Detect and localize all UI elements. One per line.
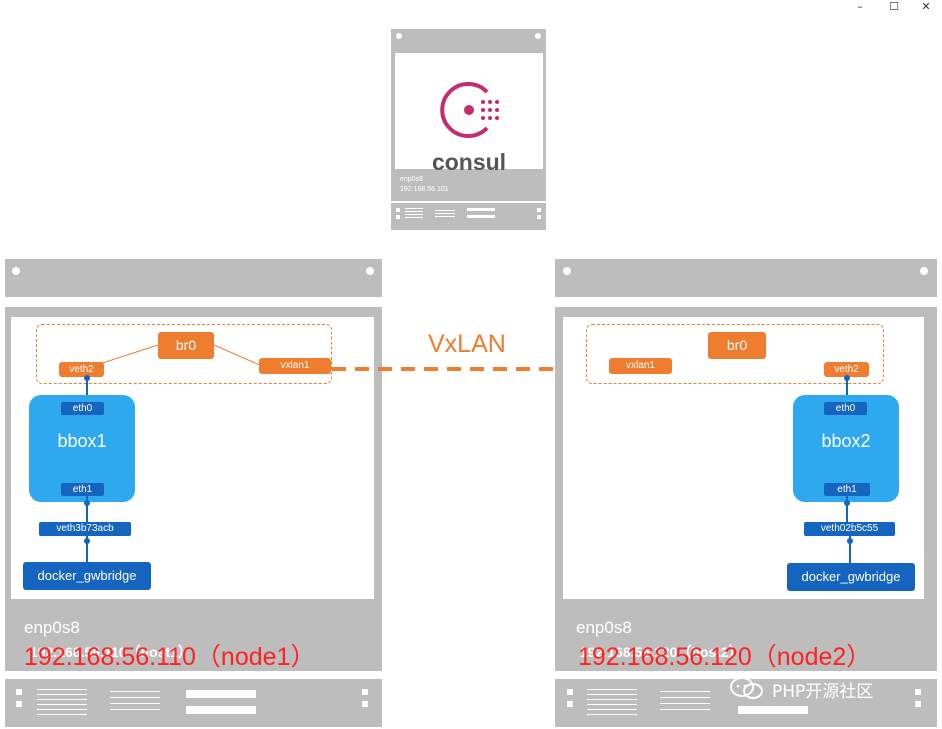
host1-iface: enp0s8 bbox=[24, 618, 80, 637]
host2-iface: enp0s8 bbox=[576, 618, 632, 637]
host2-top-bar bbox=[555, 259, 937, 297]
host1-docker-gwbridge: docker_gwbridge bbox=[23, 562, 151, 590]
host1-veth2: veth2 bbox=[59, 362, 104, 377]
vxlan-label: VxLAN bbox=[428, 330, 506, 358]
host2-veth-gw: veth02b5c55 bbox=[804, 522, 895, 536]
host1-bridge-group bbox=[36, 324, 332, 384]
server-led bbox=[396, 33, 402, 39]
host1-eth1: eth1 bbox=[61, 483, 104, 496]
host2-br0: br0 bbox=[708, 332, 766, 359]
divider bbox=[391, 201, 546, 203]
host2-bridge-group bbox=[586, 324, 884, 384]
minimize-button[interactable]: – bbox=[857, 0, 863, 13]
server-led bbox=[563, 267, 571, 275]
consul-logo-text: consul bbox=[431, 149, 507, 175]
host2-eth0: eth0 bbox=[824, 402, 867, 415]
host2-ip-annotation: 192.168.56.120（node2） bbox=[578, 643, 872, 671]
window-titlebar: – ☐ ✕ bbox=[0, 0, 942, 18]
host1-br0: br0 bbox=[158, 332, 214, 359]
server-led bbox=[535, 33, 541, 39]
container-label: bbox1 bbox=[57, 431, 107, 451]
host1-bottom-bar bbox=[5, 679, 382, 727]
consul-ip: 192.168.56.101 bbox=[400, 186, 449, 193]
host2-eth1: eth1 bbox=[824, 483, 870, 496]
host1-veth-gw: veth3b73acb bbox=[39, 522, 131, 536]
consul-screen: consul bbox=[395, 53, 543, 174]
host1-top-bar bbox=[5, 259, 382, 297]
consul-iface: enp0s8 bbox=[400, 176, 423, 183]
wechat-icon bbox=[730, 677, 763, 699]
server-led bbox=[366, 267, 374, 275]
server-led bbox=[12, 267, 20, 275]
maximize-button[interactable]: ☐ bbox=[889, 0, 899, 13]
host2-veth2: veth2 bbox=[824, 362, 869, 377]
container-label: bbox2 bbox=[821, 431, 871, 451]
watermark-text: PHP开源社区 bbox=[772, 682, 874, 702]
host1-ip-annotation: 192.168.56.110（node1） bbox=[24, 643, 316, 671]
host1-eth0: eth0 bbox=[61, 402, 104, 415]
server-led bbox=[920, 267, 928, 275]
host1-vxlan1: vxlan1 bbox=[259, 358, 331, 374]
close-button[interactable]: ✕ bbox=[921, 0, 931, 13]
host1-ip-label: 192.168.56.110（host1） bbox=[30, 644, 192, 660]
host2-ip-label: 192.168.56.120（host2） bbox=[580, 644, 743, 660]
host2-docker-gwbridge: docker_gwbridge bbox=[787, 563, 915, 591]
consul-logo-icon bbox=[440, 82, 499, 138]
consul-server: consul enp0s8 192.168.56.101 bbox=[391, 29, 546, 230]
host2-vxlan1: vxlan1 bbox=[609, 358, 672, 374]
